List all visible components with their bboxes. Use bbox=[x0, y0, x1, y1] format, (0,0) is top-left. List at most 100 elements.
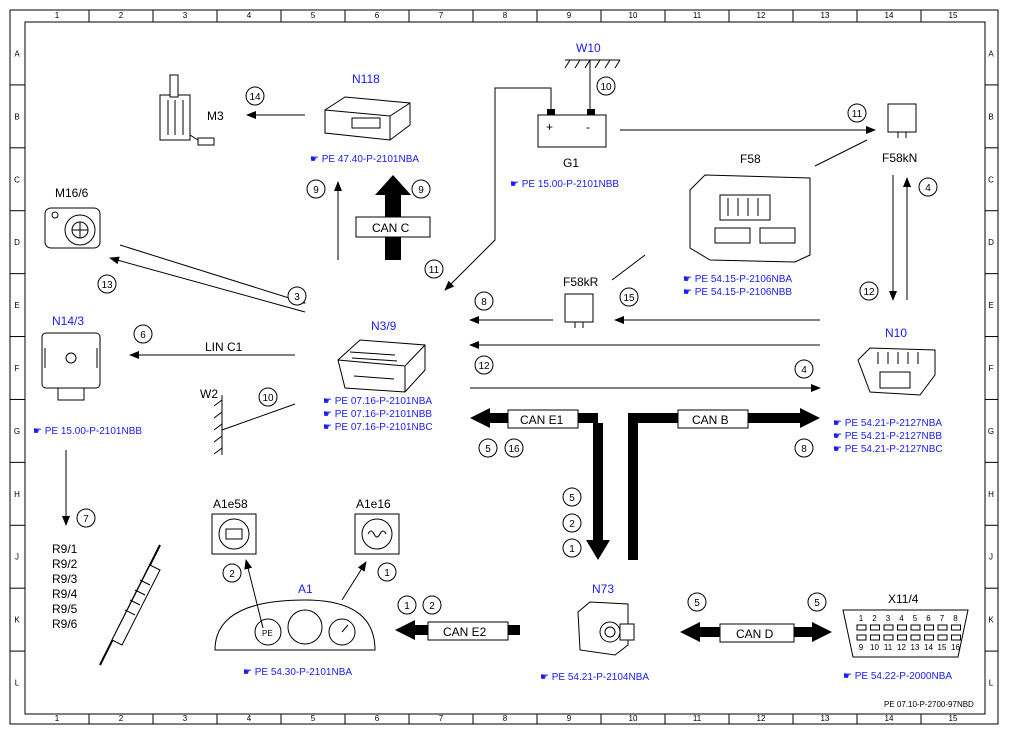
obd-pin-label: 15 bbox=[938, 643, 947, 652]
m3-fuel-pump-icon bbox=[159, 74, 215, 146]
grid-column-label: 15 bbox=[949, 11, 958, 20]
arrow-a1-a1e58 bbox=[244, 559, 264, 629]
n10-label: N10 bbox=[885, 326, 907, 340]
glow-plug-icon bbox=[99, 544, 161, 666]
grid-row-label: H bbox=[988, 490, 994, 499]
a1e16-glow-lamp-icon bbox=[354, 513, 400, 555]
f58-ref-1: ☛ PE 54.15-P-2106NBA bbox=[683, 274, 792, 285]
f58-label: F58 bbox=[740, 152, 761, 166]
r9-5-label: R9/5 bbox=[52, 602, 78, 616]
a1-instrument-cluster-icon bbox=[214, 599, 376, 651]
n118-ref: ☛ PE 47.40-P-2101NBA bbox=[310, 154, 419, 165]
svg-text:9: 9 bbox=[313, 185, 319, 196]
svg-text:12: 12 bbox=[478, 361, 490, 372]
obd-pin-label: 1 bbox=[859, 614, 864, 623]
arrow-a1-a1e16 bbox=[341, 561, 367, 601]
grid-column-label: 9 bbox=[567, 714, 572, 723]
footer-code: PE 07.10-P-2700-97NBD bbox=[884, 700, 974, 709]
f58kr-label: F58kR bbox=[563, 275, 599, 289]
can-c-label: CAN C bbox=[372, 221, 410, 235]
grid-column-label: 10 bbox=[629, 714, 638, 723]
grid-row-label: B bbox=[988, 112, 993, 121]
svg-text:8: 8 bbox=[481, 297, 487, 308]
svg-text:5: 5 bbox=[694, 598, 700, 609]
can-b-label: CAN B bbox=[692, 413, 729, 427]
grid-column-label: 10 bbox=[629, 11, 638, 20]
grid-column-label: 5 bbox=[311, 714, 316, 723]
n10-ref-1: ☛ PE 54.21-P-2127NBA bbox=[833, 418, 942, 429]
battery-minus: - bbox=[586, 120, 590, 134]
grid-row-label: C bbox=[988, 175, 994, 184]
obd-pin-label: 5 bbox=[913, 614, 918, 623]
svg-text:4: 4 bbox=[925, 183, 931, 194]
obd-pin bbox=[924, 634, 934, 641]
grid-column-label: 14 bbox=[885, 714, 894, 723]
grid-column-label: 11 bbox=[693, 714, 702, 723]
svg-text:16: 16 bbox=[508, 444, 520, 455]
obd-pin bbox=[951, 634, 961, 641]
f58kr-relay-icon bbox=[564, 293, 594, 328]
grid-row-label: B bbox=[14, 112, 19, 121]
inner-frame bbox=[24, 21, 986, 715]
can-e1-down-arrow bbox=[586, 423, 610, 560]
obd-pin bbox=[951, 624, 961, 631]
m16-6-throttle-icon bbox=[44, 207, 101, 249]
grid-row-label: E bbox=[988, 301, 993, 310]
n3-9-ref-2: ☛ PE 07.16-P-2101NBB bbox=[323, 409, 432, 420]
n14-3-ref: ☛ PE 15.00-P-2101NBB bbox=[33, 426, 142, 437]
n73-ref: ☛ PE 54.21-P-2104NBA bbox=[540, 672, 649, 683]
r9-4-label: R9/4 bbox=[52, 587, 78, 601]
grid-column-label: 13 bbox=[821, 714, 830, 723]
f58kn-relay-icon bbox=[887, 103, 917, 138]
can-d-label: CAN D bbox=[736, 627, 774, 641]
x11-4-label: X11/4 bbox=[888, 592, 919, 606]
n73-label: N73 bbox=[592, 582, 614, 596]
can-b-box bbox=[677, 409, 749, 429]
grid-row-label: G bbox=[988, 427, 994, 436]
a1-ref: ☛ PE 54.30-P-2101NBA bbox=[243, 667, 352, 678]
grid-column-label: 9 bbox=[567, 11, 572, 20]
grid-row-label: E bbox=[14, 301, 19, 310]
grid-column-label: 6 bbox=[375, 714, 380, 723]
svg-text:8: 8 bbox=[801, 444, 807, 455]
grid-row-label: F bbox=[15, 364, 20, 373]
svg-text:6: 6 bbox=[140, 330, 146, 341]
battery-plus: + bbox=[546, 120, 553, 134]
f58-fuse-box-icon bbox=[689, 174, 811, 263]
n118-label: N118 bbox=[352, 72, 380, 86]
obd-pin-label: 10 bbox=[870, 643, 879, 652]
n10-ref-2: ☛ PE 54.21-P-2127NBB bbox=[833, 431, 942, 442]
n14-3-label: N14/3 bbox=[52, 314, 84, 328]
r9-3-label: R9/3 bbox=[52, 572, 78, 586]
n3-9-ref-1: ☛ PE 07.16-P-2101NBA bbox=[323, 396, 432, 407]
grid-row-label: A bbox=[988, 49, 994, 58]
a1e58-label: A1e58 bbox=[213, 497, 248, 511]
arrow-m16-6-n39 bbox=[119, 244, 306, 305]
grid-column-label: 2 bbox=[119, 11, 124, 20]
grid-column-label: 7 bbox=[439, 714, 444, 723]
w10-label: W10 bbox=[576, 41, 601, 55]
num-10: 10 bbox=[600, 82, 612, 93]
grid-row-label: L bbox=[15, 679, 20, 688]
wire-battery-n39 bbox=[444, 87, 552, 291]
obd-pin bbox=[883, 634, 894, 641]
grid-row-label: J bbox=[15, 553, 19, 562]
a1e58-engine-lamp-icon bbox=[211, 513, 257, 555]
can-b-arrow bbox=[628, 408, 820, 560]
svg-text:2: 2 bbox=[229, 569, 235, 580]
svg-text:1: 1 bbox=[404, 601, 410, 612]
obd-pin-label: 6 bbox=[926, 614, 931, 623]
svg-text:11: 11 bbox=[852, 109, 863, 120]
obd-pin bbox=[897, 634, 907, 641]
obd-pin-label: 4 bbox=[899, 614, 904, 623]
obd-pin-label: 16 bbox=[951, 643, 960, 652]
svg-text:5: 5 bbox=[485, 444, 491, 455]
r9-6-label: R9/6 bbox=[52, 617, 78, 631]
grid-column-label: 1 bbox=[55, 714, 60, 723]
obd-pin bbox=[910, 634, 921, 641]
svg-text:2: 2 bbox=[429, 601, 435, 612]
grid-column-label: 2 bbox=[119, 714, 124, 723]
a1-gauge-pe: PE bbox=[262, 629, 273, 638]
svg-text:9: 9 bbox=[418, 185, 424, 196]
